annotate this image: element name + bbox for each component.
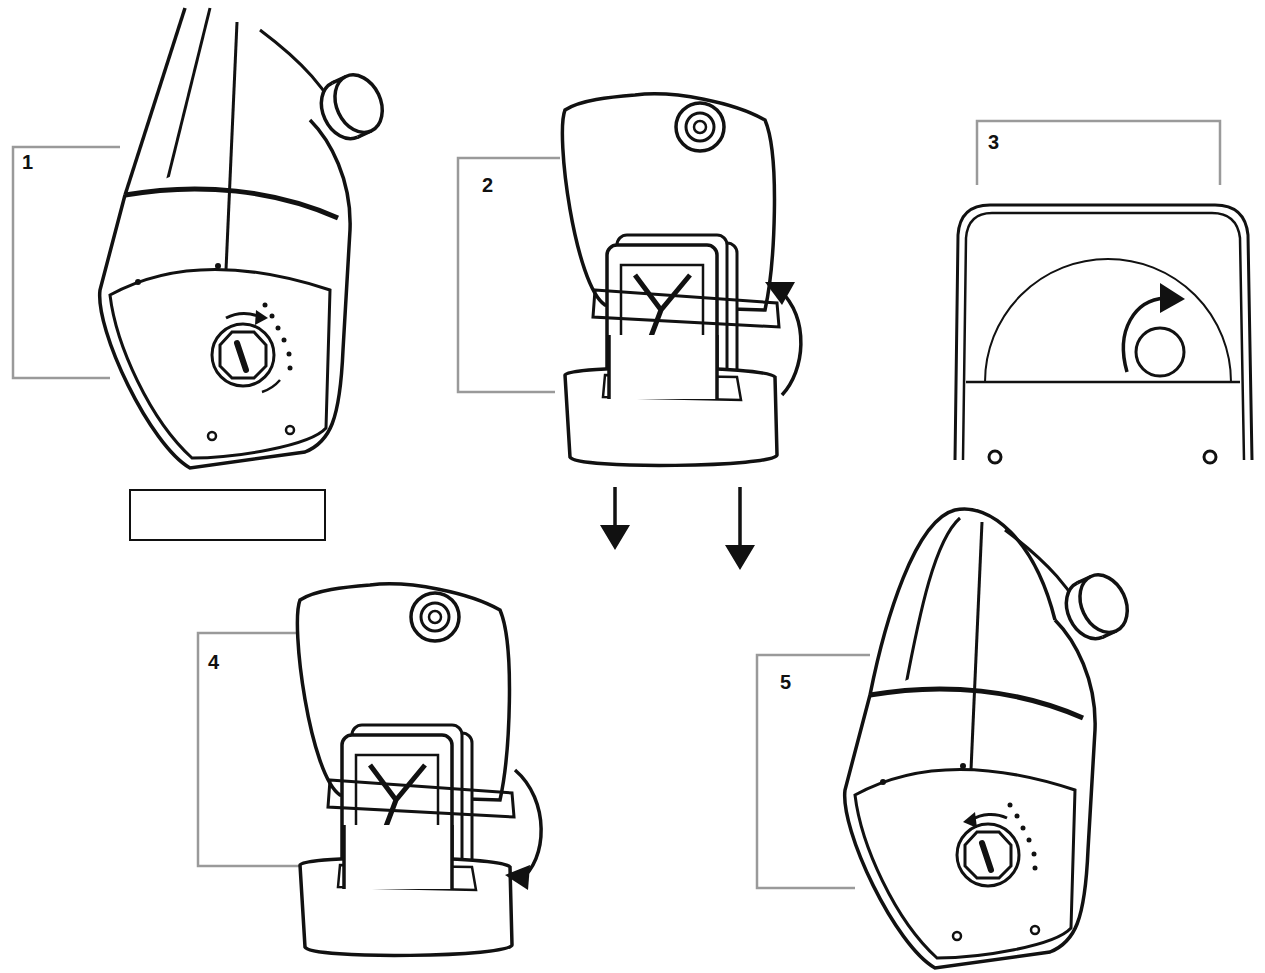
callout-number: 4 bbox=[208, 652, 219, 672]
callout-number: 1 bbox=[22, 152, 33, 172]
callout-number: 2 bbox=[482, 175, 493, 195]
callout-number: 3 bbox=[988, 132, 999, 152]
callout-number: 5 bbox=[780, 672, 791, 692]
